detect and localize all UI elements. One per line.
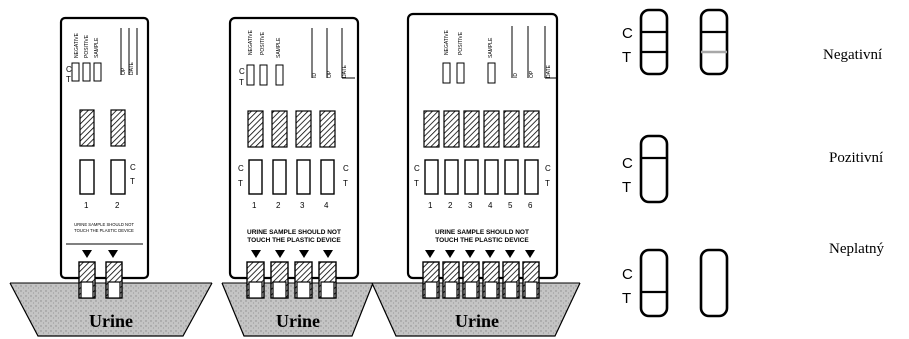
result-marker-c: C xyxy=(622,155,633,172)
device-4-panel: NEGATIVE POSITIVE SAMPLE ID OP DATE C T … xyxy=(221,16,374,337)
urine-label: Urine xyxy=(276,311,320,331)
header-label-date: DATE xyxy=(546,64,552,78)
header-marker-c: C xyxy=(239,67,245,76)
result-marker-c: C xyxy=(622,266,633,283)
strip-marker-t: T xyxy=(238,179,243,188)
strip-2: 2 xyxy=(443,110,460,210)
header-label-sample: SAMPLE xyxy=(94,37,100,58)
result-label-invalid: Neplatný xyxy=(829,241,884,257)
result-positive: C T xyxy=(622,134,669,204)
result-label-negative: Negativní xyxy=(823,47,883,63)
result-label-positive: Pozitivní xyxy=(829,150,884,166)
urine-cup xyxy=(10,283,212,336)
warning-line-2: TOUCH THE PLASTIC DEVICE xyxy=(74,228,134,233)
strip-2: 2 xyxy=(271,110,288,210)
strip-1: 1 xyxy=(247,110,264,210)
strip-marker-c-right: C xyxy=(545,164,551,173)
strip-4: 4 xyxy=(483,110,500,210)
header-label-id: ID xyxy=(513,73,519,78)
strip-number: 6 xyxy=(528,201,533,210)
result-marker-t: T xyxy=(622,290,631,307)
warning-line-2: TOUCH THE PLASTIC DEVICE xyxy=(435,237,529,244)
warning-line-1: URINE SAMPLE SHOULD NOT xyxy=(247,229,341,236)
header-label-negative: NEGATIVE xyxy=(444,29,450,55)
header-label-date: DATE xyxy=(342,64,348,78)
strip-number: 1 xyxy=(428,201,433,210)
device-2-panel: NEGATIVE POSITIVE SAMPLE OP DATE C T 1 2… xyxy=(9,16,213,337)
device-card xyxy=(228,16,360,280)
result-marker-t: T xyxy=(622,49,631,66)
strip-4: 4 xyxy=(319,110,336,210)
strip-number: 1 xyxy=(252,201,257,210)
strip-number: 2 xyxy=(115,201,120,210)
strip-marker-c: C xyxy=(238,164,244,173)
header-marker-t: T xyxy=(239,78,244,87)
warning-line-2: TOUCH THE PLASTIC DEVICE xyxy=(247,237,341,244)
urine-label: Urine xyxy=(89,311,133,331)
header-label-negative: NEGATIVE xyxy=(248,29,254,55)
result-marker-t: T xyxy=(622,179,631,196)
header-label-positive: POSITIVE xyxy=(84,34,90,58)
header-marker-t: T xyxy=(66,75,71,84)
header-label-op: OP xyxy=(327,70,333,78)
urine-label: Urine xyxy=(455,311,499,331)
strip-number: 2 xyxy=(448,201,453,210)
header-labels: NEGATIVE POSITIVE SAMPLE ID OP DATE xyxy=(248,29,348,78)
header-label-id: ID xyxy=(312,73,318,78)
header-label-sample: SAMPLE xyxy=(276,37,282,58)
strip-number: 2 xyxy=(276,201,281,210)
strip-1: 1 xyxy=(79,109,95,210)
strip-3: 3 xyxy=(463,110,480,210)
header-label-negative: NEGATIVE xyxy=(74,32,80,58)
header-label-positive: POSITIVE xyxy=(458,31,464,55)
header-label-sample: SAMPLE xyxy=(488,37,494,58)
strip-marker-t-right: T xyxy=(343,179,348,188)
header-label-op: OP xyxy=(529,70,535,78)
header-label-positive: POSITIVE xyxy=(260,31,266,55)
strip-marker-c: C xyxy=(414,164,420,173)
strip-number: 4 xyxy=(324,201,329,210)
strip-number: 1 xyxy=(84,201,89,210)
device-6-panel: NEGATIVE POSITIVE SAMPLE ID OP DATE 1 2 … xyxy=(371,12,581,337)
header-label-date: DATE xyxy=(129,61,135,75)
header-marker-c: C xyxy=(66,65,72,74)
strip-marker-c-right: C xyxy=(343,164,349,173)
header-label-op: OP xyxy=(121,67,127,75)
warning-line-1: URINE SAMPLE SHOULD NOT xyxy=(74,222,134,227)
strip-number: 5 xyxy=(508,201,513,210)
strip-marker-t: T xyxy=(414,179,419,188)
strip-number: 3 xyxy=(300,201,305,210)
strip-marker-t-right: T xyxy=(545,179,550,188)
result-negative: C T xyxy=(622,8,729,76)
result-invalid: C T xyxy=(622,248,729,318)
strip-marker-c: C xyxy=(130,163,136,172)
strip-1: 1 xyxy=(423,110,440,210)
strip-2: 2 xyxy=(110,109,126,210)
warning-line-1: URINE SAMPLE SHOULD NOT xyxy=(435,229,529,236)
header-labels: NEGATIVE POSITIVE SAMPLE ID OP DATE xyxy=(444,29,552,78)
strip-number: 4 xyxy=(488,201,493,210)
result-marker-c: C xyxy=(622,25,633,42)
header-labels: NEGATIVE POSITIVE SAMPLE OP DATE xyxy=(74,32,135,75)
strip-marker-t: T xyxy=(130,177,135,186)
strip-6: 6 xyxy=(523,110,540,210)
strip-3: 3 xyxy=(295,110,312,210)
strip-5: 5 xyxy=(503,110,520,210)
strip-number: 3 xyxy=(468,201,473,210)
